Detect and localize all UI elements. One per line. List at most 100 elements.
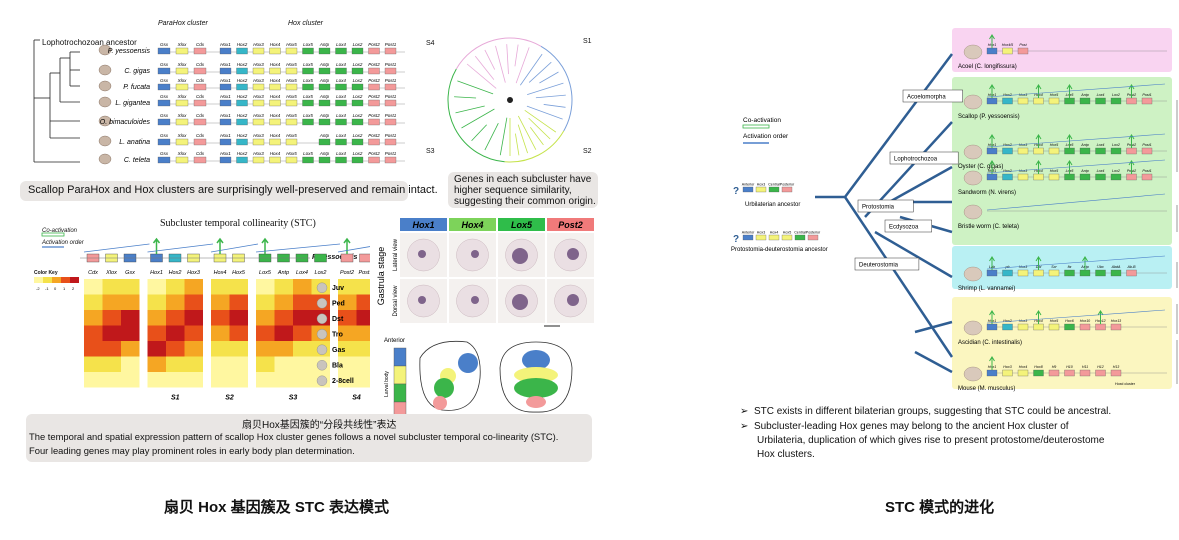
bullet-1: ➢ STC exists in different bilaterian gro… bbox=[740, 406, 1112, 417]
hox-label-5-7: Lox4 bbox=[336, 133, 346, 138]
taxon-coact-arrow-1-0 bbox=[989, 84, 995, 98]
taxon-gene-5-4 bbox=[1048, 269, 1060, 277]
taxon-gene-0-1 bbox=[1002, 47, 1013, 55]
heat-cell-1-10 bbox=[293, 294, 312, 310]
coact-legend-arrow bbox=[41, 232, 65, 237]
taxon-name-5: Shrimp (L. vannamei) bbox=[958, 286, 1015, 292]
hox-label-5-9: Post2 bbox=[368, 133, 380, 138]
taxon-gene-2-9 bbox=[1126, 147, 1137, 155]
parahox-box-0-1 bbox=[175, 47, 189, 55]
heat-cell-6-9 bbox=[274, 372, 293, 388]
heat-gene-label-1-0: Hox1 bbox=[150, 270, 163, 276]
taxon-gene-label-3-8: Lox2 bbox=[1112, 169, 1120, 173]
hox-label-6-0: Hox1 bbox=[220, 151, 231, 156]
stain-1-0 bbox=[471, 250, 479, 258]
species-label: P. yessoensis bbox=[312, 254, 358, 261]
heat-cell-2-1 bbox=[102, 310, 121, 326]
stage-icon-4 bbox=[316, 344, 328, 355]
proto-gene-label-2: Hox4 bbox=[770, 231, 778, 235]
heat-cell-3-10 bbox=[293, 325, 312, 341]
stage-label-3: Tro bbox=[332, 331, 343, 338]
taxon-gene-label-1-4: Hox5 bbox=[1050, 93, 1058, 97]
taxon-name-7: Mouse (M. musculus) bbox=[958, 386, 1015, 392]
branch-ascidian bbox=[914, 320, 953, 334]
heat-gene-box-4-0 bbox=[340, 253, 354, 263]
parahox-label-3-1: Xlox bbox=[177, 94, 188, 99]
row-label-dorsal: Dorsal view bbox=[393, 285, 399, 317]
heat-coact-arrow-3 bbox=[261, 237, 269, 254]
parahox-box-6-0 bbox=[157, 156, 171, 164]
gastrula-header-0 bbox=[400, 218, 447, 231]
taxon-gene-7-5 bbox=[1064, 369, 1075, 377]
hox-box-0-2 bbox=[252, 47, 265, 55]
hox-label-4-5: Lox5 bbox=[303, 113, 313, 118]
heat-cell-4-10 bbox=[293, 341, 312, 357]
proto-gene-box-5 bbox=[807, 234, 819, 241]
hox-box-6-1 bbox=[236, 156, 248, 164]
circle-caption-line3: suggesting their common origin. bbox=[454, 196, 596, 207]
circ-branch-1-6 bbox=[526, 105, 563, 120]
clade-protostomia-box bbox=[857, 199, 914, 213]
parahox-box-0-2 bbox=[193, 47, 207, 55]
taxon-gene-7-6 bbox=[1079, 369, 1091, 377]
heat-subcluster-label-4: S4 bbox=[352, 395, 361, 402]
stage-label-5: Bla bbox=[332, 362, 343, 369]
urb-gene-box-0 bbox=[742, 186, 754, 193]
color-key-swatch-1 bbox=[43, 277, 52, 283]
taxon-gene-label-3-1: Hox2 bbox=[1003, 169, 1011, 173]
hox-box-5-8 bbox=[351, 138, 364, 146]
heat-cell-4-4 bbox=[166, 341, 185, 357]
heat-cell-5-4 bbox=[166, 356, 185, 372]
taxon-gene-label-6-1: Hox2 bbox=[1003, 319, 1011, 323]
heat-cell-2-9 bbox=[274, 310, 293, 326]
heat-gene-label-3-3: Lox2 bbox=[315, 270, 327, 276]
taxon-gene-7-0 bbox=[986, 369, 998, 377]
proto-gene-box-1 bbox=[755, 234, 767, 241]
heat-cell-4-1 bbox=[102, 341, 121, 357]
hox-label-5-2: Hox3 bbox=[253, 133, 264, 138]
heat-cell-6-8 bbox=[256, 372, 275, 388]
heat-activation-arrow-3 bbox=[255, 243, 341, 253]
taxon-gene-label-5-9: Ab-B bbox=[1127, 265, 1137, 269]
heat-cell-2-0 bbox=[84, 310, 103, 326]
taxon-gene-6-7 bbox=[1095, 323, 1106, 331]
heat-gene-label-3-1: Antp bbox=[277, 270, 289, 276]
taxon-gene-1-4 bbox=[1048, 97, 1060, 105]
heat-cell-1-6 bbox=[211, 294, 230, 310]
heat-coact-arrow-2 bbox=[216, 237, 224, 254]
hox-box-5-7 bbox=[335, 138, 347, 146]
proto-gene-box-3 bbox=[781, 234, 793, 241]
hox-box-4-7 bbox=[335, 118, 347, 126]
clade-ecdysozoa: Ecdysozoa bbox=[889, 225, 919, 231]
taxon-gene-label-7-8: H13 bbox=[1113, 365, 1120, 369]
heat-cell-2-4 bbox=[166, 310, 185, 326]
hox-label-6-6: Antp bbox=[319, 151, 330, 156]
taxon-gene-6-6 bbox=[1079, 323, 1091, 331]
hox-box-1-2 bbox=[252, 67, 265, 75]
taxon-gene-label-7-4: H9 bbox=[1052, 365, 1057, 369]
bristleworm-activation-arrow bbox=[986, 193, 1166, 211]
taxon-gene-1-8 bbox=[1110, 97, 1122, 105]
parahox-box-3-0 bbox=[157, 99, 171, 107]
taxon-gene-3-6 bbox=[1079, 173, 1091, 181]
hox-label-3-0: Hox1 bbox=[220, 94, 231, 99]
parahox-label-4-0: Gsx bbox=[160, 113, 169, 118]
hox-label-1-8: Lox2 bbox=[353, 62, 363, 67]
taxon-gene-label-5-2: Hox3 bbox=[1019, 265, 1027, 269]
proto-gene-box-0 bbox=[742, 234, 754, 241]
hox-box-2-0 bbox=[219, 83, 232, 91]
clade-acoelomorpha: Acoelomorpha bbox=[907, 95, 946, 101]
taxon-gene-label-3-10: Post1 bbox=[1142, 169, 1151, 173]
hox-label-5-1: Hox2 bbox=[237, 133, 248, 138]
hox-box-5-6 bbox=[318, 138, 331, 146]
heat-cell-2-12 bbox=[338, 310, 357, 326]
circ-branch-2-3 bbox=[517, 115, 537, 150]
taxon-gene-3-4 bbox=[1048, 173, 1060, 181]
parahox-label-3-0: Gsx bbox=[160, 94, 169, 99]
taxon-gene-7-2 bbox=[1017, 369, 1029, 377]
branch-shrimp bbox=[874, 230, 953, 279]
circ-branch-1-0 bbox=[519, 53, 543, 86]
taxon-gene-7-8 bbox=[1110, 369, 1122, 377]
bullet-2-cont-1: Urbilateria, duplication of which gives … bbox=[757, 435, 1105, 446]
taxon-coact-arrow-3-3 bbox=[1035, 160, 1042, 174]
